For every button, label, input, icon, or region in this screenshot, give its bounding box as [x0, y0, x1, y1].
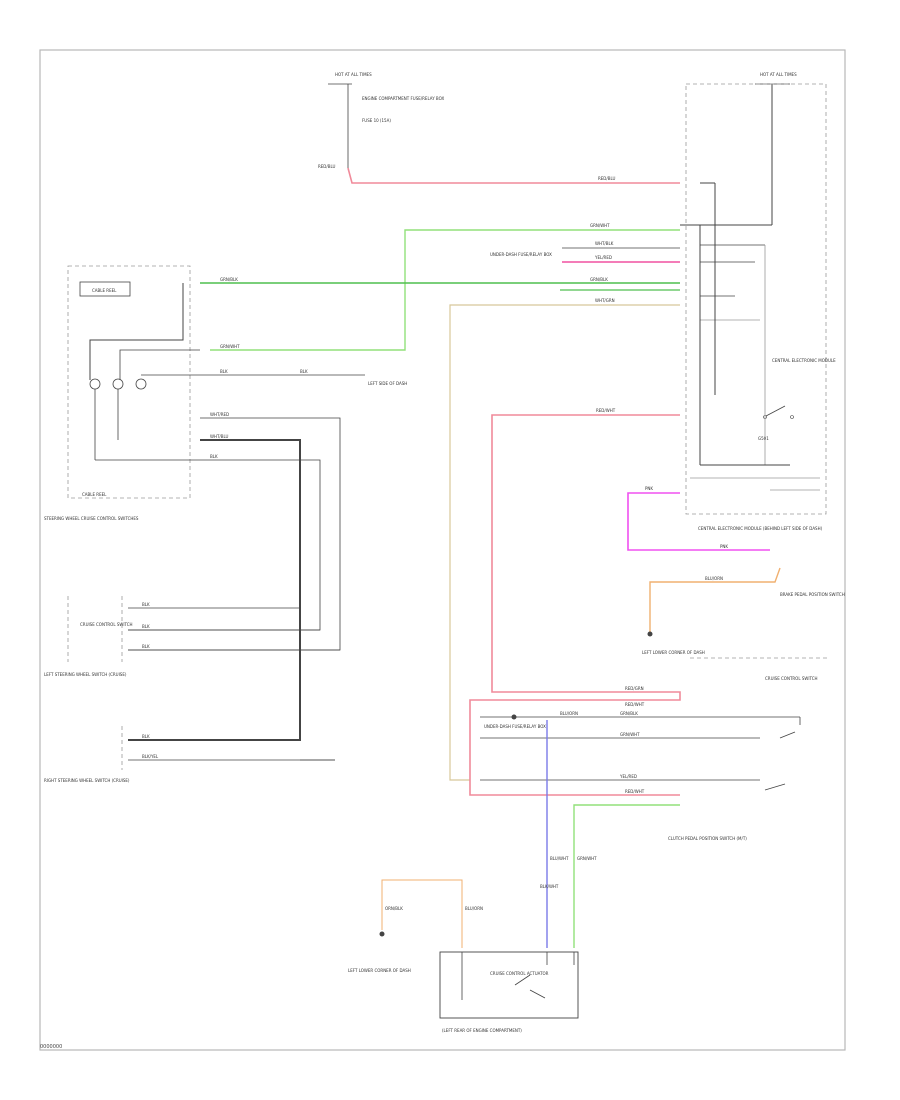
wire-label-green-long: GRN/BLK [220, 277, 238, 282]
wire-red-top [347, 167, 680, 184]
right-steering-switch: RIGHT STEERING WHEEL SWITCH (CRUISE) [44, 726, 130, 783]
wire-label-blk7: BLK [142, 734, 150, 739]
wire-label-red-wht2: RED/WHT [625, 702, 645, 707]
wire-label-grn: GRN/BLK [620, 711, 638, 716]
wire-label-blk-yel: BLK/YEL [142, 754, 159, 759]
steering-wheel-switch-assembly: CABLE REEL BLK BLK LEFT SIDE OF DASH CAB… [44, 265, 407, 521]
wire-label-wht-red: WHT/RED [210, 412, 229, 417]
wire-label-wht-blk: WHT/BLK [595, 241, 614, 246]
lower-module-label: CRUISE CONTROL ACTUATOR [490, 971, 549, 976]
wire-label-grn-v: GRN/WHT [577, 856, 597, 861]
wire-label-wht-blu: WHT/BLU [210, 434, 229, 439]
ground-label: G501 [758, 436, 769, 441]
lower-ground-caption: LEFT LOWER CORNER OF DASH [348, 968, 411, 973]
wire-label-blk4: BLK [142, 602, 150, 607]
module-caption: CENTRAL ELECTRONIC MODULE (BEHIND LEFT S… [698, 526, 823, 531]
wire-label-blu-v: BLU/WHT [550, 856, 569, 861]
hot-label-2: HOT AT ALL TIMES [760, 72, 797, 77]
wire-label-blk-v: BLK/WHT [540, 884, 559, 889]
wire-orange [649, 567, 781, 632]
lower-module-caption: (LEFT REAR OF ENGINE COMPARTMENT) [442, 1028, 522, 1033]
wire-label-red-top: RED/BLU [318, 164, 336, 169]
wire-label-blk3: BLK [210, 454, 218, 459]
wire-label-blk5: BLK [142, 624, 150, 629]
left-ground-label: LEFT SIDE OF DASH [368, 381, 407, 386]
wire-red-loop [469, 414, 681, 796]
steering-wheel-label: STEERING WHEEL CRUISE CONTROL SWITCHES [44, 516, 139, 521]
fuse-caption: FUSE 10 (15A) [362, 118, 391, 123]
under-dash-label-2: UNDER-DASH FUSE/RELAY BOX [484, 724, 546, 729]
wire-label-yel-2: YEL/RED [619, 774, 637, 779]
steering-switch-sub: CABLE REEL [82, 492, 107, 497]
brake-switch-label: BRAKE PEDAL POSITION SWITCH [780, 592, 845, 597]
wire-label-grn-relay-2: GRN/WHT [620, 732, 640, 737]
clutch-switch-title: CRUISE CONTROL SWITCH [765, 676, 818, 681]
diagram-footer-code: 0000000 [40, 1044, 62, 1050]
wire-label-orange: BLU/ORN [705, 576, 723, 581]
clutch-caption: CLUTCH PEDAL POSITION SWITCH (M/T) [668, 836, 747, 841]
wire-label-blk6: BLK [142, 644, 150, 649]
wire-label-green-relay: GRN/BLK [590, 277, 608, 282]
wire-label-pnk: PNK [645, 486, 653, 491]
wire-label-red-mid: RED/WHT [596, 408, 616, 413]
hot-at-all-times-top-right: HOT AT ALL TIMES [680, 72, 797, 226]
wire-tan [449, 304, 680, 781]
hot-label-1: HOT AT ALL TIMES [335, 72, 372, 77]
wire-label-red-relay: RED/BLU [598, 176, 616, 181]
left-switch-inner: CRUISE CONTROL SWITCH [80, 622, 133, 627]
wire-label-blk2: BLK [300, 369, 308, 374]
diagram-frame [39, 49, 846, 1051]
wire-label-blk: BLK [220, 369, 228, 374]
wire-light-green [210, 229, 680, 351]
wire-to-left-2 [128, 439, 301, 741]
cruise-control-actuator: CRUISE CONTROL ACTUATOR (LEFT REAR OF EN… [439, 951, 579, 1033]
left-steering-switch: CRUISE CONTROL SWITCH LEFT STEERING WHEE… [44, 596, 133, 677]
ground-caption-2: LEFT LOWER CORNER OF DASH [642, 650, 705, 655]
wire-to-left-3 [95, 459, 321, 631]
right-switch-label: RIGHT STEERING WHEEL SWITCH (CRUISE) [44, 778, 130, 783]
left-switch-label: LEFT STEERING WHEEL SWITCH (CRUISE) [44, 672, 127, 677]
wire-label-tan: WHT/GRN [595, 298, 615, 303]
wire-label-green-top: GRN/WHT [590, 223, 610, 228]
pcm-label: CENTRAL ELECTRONIC MODULE [772, 358, 836, 363]
wire-label-red-grn: RED/GRN [625, 686, 644, 691]
wire-label-blu-orn2: BLU/ORN [560, 711, 578, 716]
wire-label-red-wht3: RED/WHT [625, 789, 645, 794]
wire-orange-lower [381, 879, 463, 948]
wire-magenta [627, 492, 770, 551]
fuse-block-label: ENGINE COMPARTMENT FUSE/RELAY BOX [362, 96, 444, 101]
wire-to-left-1 [128, 417, 341, 651]
wire-label-pnk2: PNK [720, 544, 728, 549]
hot-at-all-times-top-center: HOT AT ALL TIMES ENGINE COMPARTMENT FUSE… [318, 72, 444, 169]
wire-label-green-short: GRN/WHT [220, 344, 240, 349]
clutch-switch-group: CRUISE CONTROL SWITCH BLU/ORN GRN/BLK GR… [480, 676, 818, 841]
central-electronic-module: CENTRAL ELECTRONIC MODULE G501 CENTRAL E… [685, 83, 836, 531]
cable-reel-label: CABLE REEL [92, 288, 117, 293]
wire-label-blu-orn-v: BLU/ORN [465, 906, 483, 911]
wire-green-vertical [573, 804, 680, 948]
wire-label-orn-v: ORN/BLK [385, 906, 403, 911]
under-dash-label: UNDER-DASH FUSE/RELAY BOX [490, 252, 552, 257]
wire-label-yel: YEL/RED [594, 255, 612, 260]
